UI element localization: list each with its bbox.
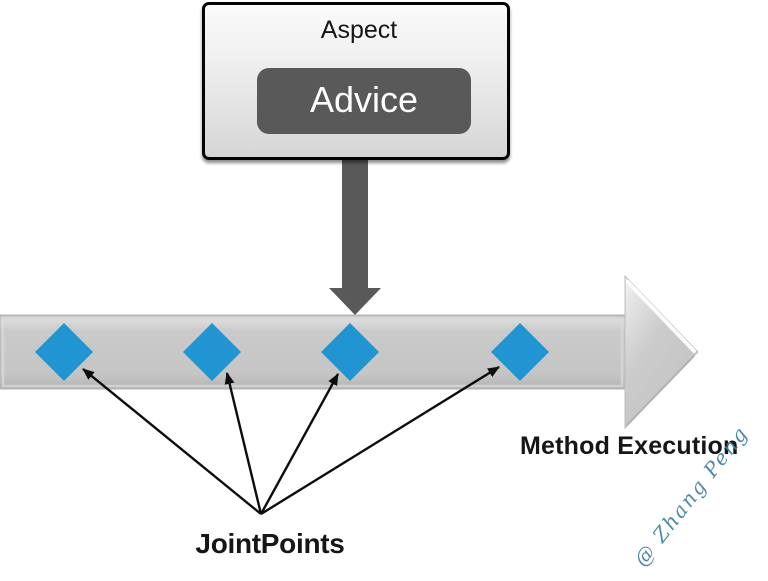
jointpoints-label: JointPoints (195, 528, 345, 559)
jointpoint-diamond (321, 322, 379, 381)
jointpoint-pointer-arrow (259, 373, 340, 515)
advice-to-execution-arrow (329, 156, 381, 315)
aspect-title: Aspect (320, 16, 398, 44)
jointpoint-pointer-arrow (260, 365, 500, 516)
advice-box: Advice (257, 68, 471, 134)
jointpoint-diamond (491, 322, 549, 381)
jointpoint-pointer-layer (82, 365, 500, 516)
method-execution-bar-bevel (1, 316, 624, 388)
jointpoint-pointer-arrow (224, 372, 263, 515)
method-execution-label: Method Execution (520, 432, 739, 460)
method-execution-arrowhead (624, 274, 699, 430)
jointpoint-pointer-arrow (82, 368, 262, 515)
arrowhead-lower-edge (626, 355, 695, 426)
arrowhead-highlight (626, 280, 696, 353)
aspect-box: Aspect Advice (202, 2, 510, 160)
advice-label: Advice (309, 78, 419, 120)
